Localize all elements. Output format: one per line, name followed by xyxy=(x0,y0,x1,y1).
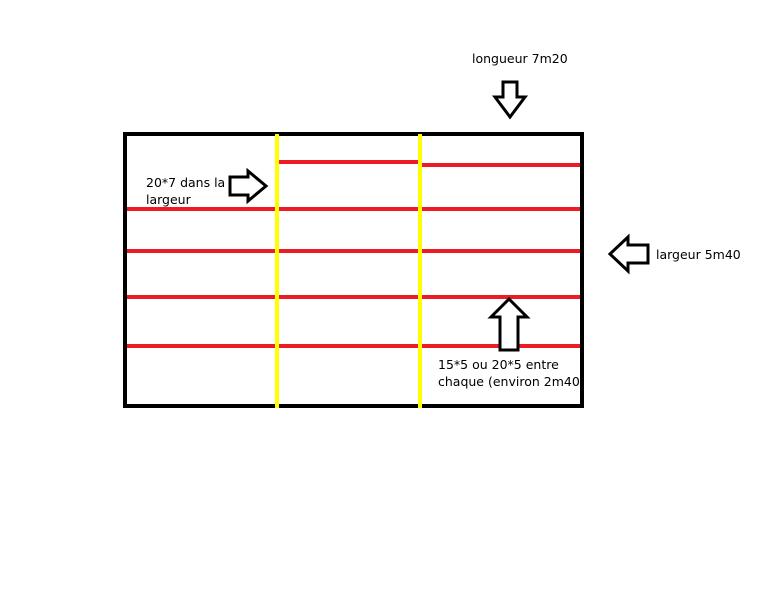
arrow-left-icon xyxy=(607,233,650,275)
length-label: longueur 7m20 xyxy=(472,51,568,66)
beam-spec-label-line2: largeur xyxy=(146,192,191,207)
plan-outline xyxy=(123,132,584,408)
arrow-right-icon xyxy=(228,167,269,205)
beam-spec-label-line1: 20*7 dans la xyxy=(146,175,226,190)
spacing-label-line1: 15*5 ou 20*5 entre xyxy=(438,357,559,372)
arrow-down-icon xyxy=(492,80,528,120)
spacing-label-line2: chaque (environ 2m40) xyxy=(438,374,585,389)
width-label: largeur 5m40 xyxy=(656,247,741,262)
arrow-up-icon xyxy=(487,296,531,352)
